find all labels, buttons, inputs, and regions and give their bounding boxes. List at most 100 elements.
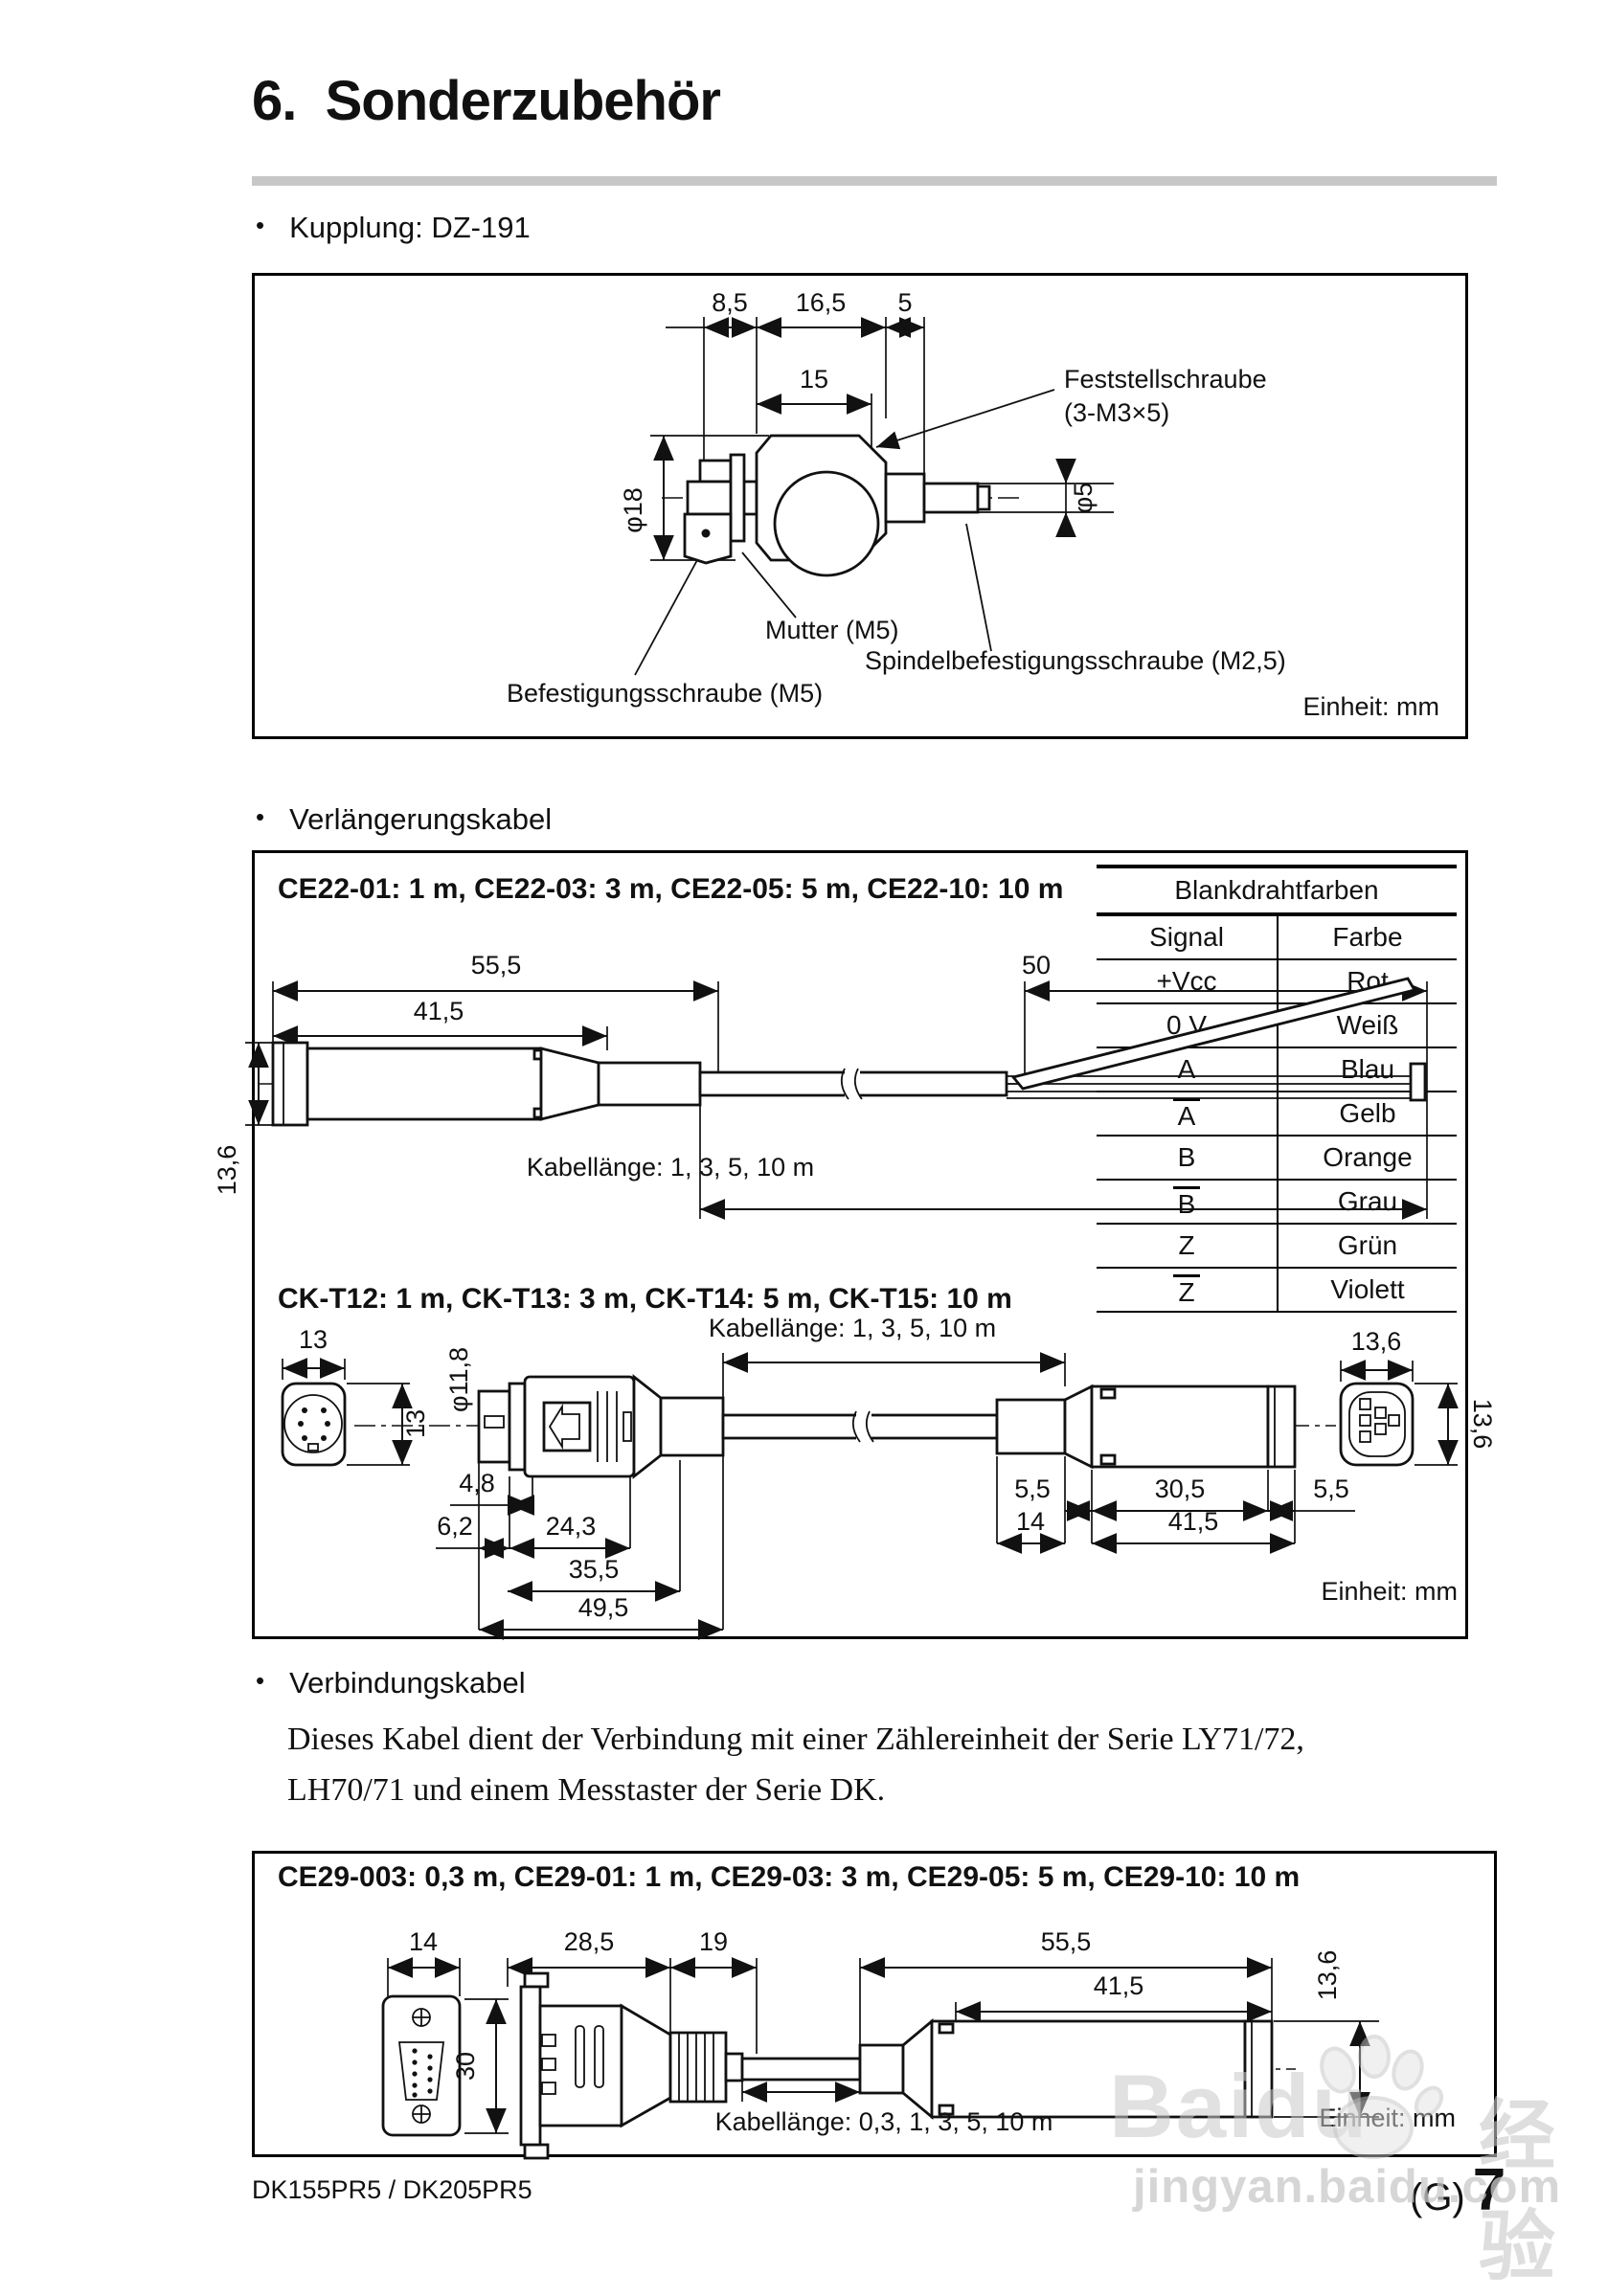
table-row: B Orange (1097, 1137, 1457, 1181)
ce29-30-dimension: 30 (451, 1998, 509, 2134)
table-row: Z Grün (1097, 1225, 1457, 1269)
dim-41-5: 41,5 (414, 997, 464, 1025)
bullet-verbindungskabel-label: Verbindungskabel (289, 1666, 526, 1699)
ck-kabellaenge-dimension: Kabellänge: 1, 3, 5, 10 m (709, 1314, 1066, 1415)
ck-right-endview (1339, 1382, 1415, 1467)
ck-plug (477, 1374, 999, 1479)
ck-left-endview-dims: 13 13 (282, 1325, 430, 1466)
unit-label-1: Einheit: mm (1302, 692, 1439, 721)
kabellaenge-label: Kabellänge: 0,3, 1, 3, 5, 10 m (715, 2107, 1053, 2136)
dim-50: 50 (1022, 951, 1051, 979)
dim-8-5: 8,5 (712, 288, 748, 317)
dim-5: 5 (897, 288, 912, 317)
ce29-right-connector (858, 2018, 1274, 2120)
kabellaenge-label: Kabellänge: 1, 3, 5, 10 m (527, 1153, 814, 1182)
bullet-kupplung-label: Kupplung: DZ-191 (289, 211, 531, 244)
table-header-row: Signal Farbe (1097, 916, 1457, 960)
watermark-paw-icon (1320, 2035, 1444, 2159)
page-number-value: 7 (1472, 2157, 1506, 2223)
wire-color-table: Blankdrahtfarben Signal Farbe +Vcc Rot 0… (1097, 865, 1457, 1313)
ck-drawing: 13 13 φ11,8 φ10 Kabellänge (281, 1314, 1497, 1640)
kupplung-top-dimensions: 8,5 16,5 5 15 (666, 288, 925, 495)
dim-4-8: 4,8 (459, 1469, 495, 1497)
dim-41-5: 41,5 (1168, 1507, 1219, 1536)
dim-16-5: 16,5 (796, 288, 847, 317)
ce22-stripped-wires (1007, 977, 1427, 1102)
title-divider-bar (252, 176, 1497, 186)
bullet-icon: • (256, 211, 265, 239)
label-befestigungsschraube: Befestigungsschraube (M5) (507, 679, 823, 708)
dim-49-5: 49,5 (578, 1593, 629, 1622)
kupplung-part (683, 434, 991, 577)
ce22-kabellaenge-dimension: Kabellänge: 1, 3, 5, 10 m (527, 1106, 1427, 1220)
ce29-dsub-endview (381, 1994, 462, 2137)
dim-55-5: 55,5 (1041, 1927, 1092, 1956)
footer-model-numbers: DK155PR5 / DK205PR5 (252, 2175, 532, 2204)
dim-35-5: 35,5 (569, 1555, 620, 1584)
label-mutter: Mutter (M5) (765, 616, 899, 644)
bullet-verlaengerungskabel-label: Verlängerungskabel (289, 802, 553, 836)
description-line-2: LH70/71 und einem Messtaster der Serie D… (287, 1772, 886, 1808)
dim-13-side: 13 (401, 1409, 430, 1438)
table-row: 0 V Weiß (1097, 1004, 1457, 1048)
bullet-kupplung: • Kupplung: DZ-191 (256, 211, 531, 245)
kupplung-phi5-dimension: φ5 (934, 459, 1114, 537)
dim-phi5: φ5 (1069, 483, 1098, 514)
dim-13-top: 13 (299, 1325, 328, 1354)
dim-13-6-top: 13,6 (1351, 1327, 1402, 1356)
dim-5-5-right: 5,5 (1313, 1474, 1349, 1503)
wire-color-table-title: Blankdrahtfarben (1097, 868, 1457, 916)
unit-label-2: Einheit: mm (1321, 1577, 1458, 1606)
dim-6-2: 6,2 (437, 1512, 473, 1541)
ck-title: CK-T12: 1 m, CK-T13: 3 m, CK-T14: 5 m, C… (278, 1283, 1012, 1315)
label-feststellschraube: Feststellschraube (1064, 365, 1267, 394)
page-title: 6. Sonderzubehör (252, 70, 721, 132)
ce29-drawing: 14 28,5 19 55,5 41,5 30 (381, 1927, 1456, 2160)
ce22-13-6-dimension: 13,6 (213, 1042, 276, 1196)
kupplung-phi18-dimension: φ18 (619, 435, 769, 561)
ck-bottom-right-dims: 5,5 30,5 5,5 14 41,5 (996, 1456, 1355, 1554)
page-number-prefix: (G) (1410, 2176, 1465, 2218)
ck-bottom-left-dims: 4,8 6,2 24,3 35,5 49,5 (436, 1442, 724, 1640)
kupplung-drawing: 8,5 16,5 5 15 φ18 φ5 Feststellschraube (… (507, 288, 1439, 721)
dim-30: 30 (451, 2052, 480, 2081)
dim-phi18: φ18 (619, 487, 647, 533)
ce29-dsub-sideview (519, 1971, 862, 2160)
dim-15: 15 (800, 365, 828, 394)
dim-41-5: 41,5 (1094, 1971, 1144, 2000)
ce29-title: CE29-003: 0,3 m, CE29-01: 1 m, CE29-03: … (278, 1861, 1301, 1893)
description-line-1: Dieses Kabel dient der Verbindung mit ei… (287, 1722, 1304, 1757)
label-feststellschraube-size: (3-M3×5) (1064, 398, 1169, 427)
dim-13-6: 13,6 (213, 1145, 241, 1196)
dim-14: 14 (409, 1927, 438, 1956)
ck-right-endview-dims: 13,6 13,6 (1340, 1327, 1497, 1466)
page-number: (G) 7 (1410, 2156, 1505, 2224)
table-row: A Gelb (1097, 1092, 1457, 1137)
bullet-icon: • (256, 1666, 265, 1695)
dim-13-6: 13,6 (1313, 1950, 1342, 2001)
ce22-connector (271, 1041, 1008, 1127)
kabellaenge-label: Kabellänge: 1, 3, 5, 10 m (709, 1314, 996, 1342)
dim-19: 19 (699, 1927, 728, 1956)
bullet-icon: • (256, 802, 265, 831)
ck-right-connector (995, 1384, 1297, 1470)
bullet-verlaengerungskabel: • Verlängerungskabel (256, 802, 552, 837)
ce29-top-dimensions: 14 28,5 19 55,5 41,5 (387, 1927, 1273, 2054)
ck-left-endview (281, 1382, 347, 1467)
ce22-drawing: 55,5 41,5 50 13,6 Kabellä (213, 951, 1428, 1220)
dim-24-3: 24,3 (546, 1512, 597, 1541)
ce22-title: CE22-01: 1 m, CE22-03: 3 m, CE22-05: 5 m… (278, 873, 1064, 905)
dim-30-5: 30,5 (1155, 1474, 1206, 1503)
bullet-verbindungskabel: • Verbindungskabel (256, 1666, 526, 1700)
dim-14: 14 (1016, 1507, 1045, 1536)
kupplung-callouts: Feststellschraube (3-M3×5) Mutter (M5) B… (507, 365, 1286, 708)
dim-55-5: 55,5 (471, 951, 522, 979)
ce29-kabellaenge-dimension: Kabellänge: 0,3, 1, 3, 5, 10 m (715, 2080, 1053, 2136)
label-spindelbefestigungsschraube: Spindelbefestigungsschraube (M2,5) (865, 646, 1286, 675)
verbindungskabel-description: Dieses Kabel dient der Verbindung mit ei… (287, 1714, 1304, 1815)
dim-28-5: 28,5 (564, 1927, 615, 1956)
dim-5-5-left: 5,5 (1014, 1474, 1051, 1503)
table-row: Z Violett (1097, 1269, 1457, 1313)
dim-13-6-side: 13,6 (1468, 1399, 1497, 1450)
dim-phi11-8: φ11,8 (444, 1347, 473, 1412)
